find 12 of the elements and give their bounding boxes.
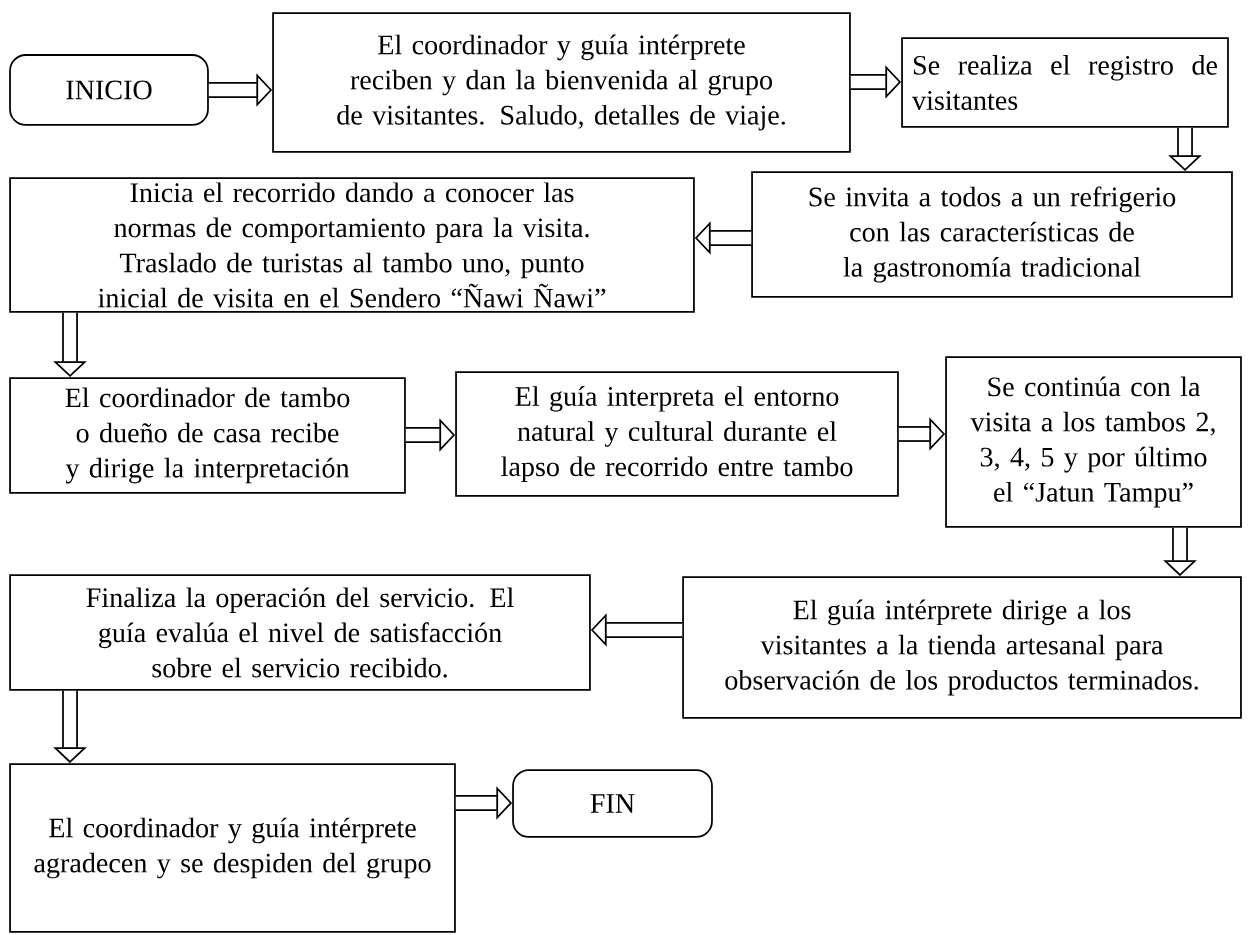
process-box: Se invita a todos a un refrigerio con las características de la gastronomía tradicional — [751, 171, 1233, 298]
terminal-box: FIN — [512, 769, 713, 838]
process-box: Se realiza el registro de visitantes — [901, 37, 1229, 128]
process-box: El coordinador de tambo o dueño de casa recibe y dirige la interpretación — [9, 377, 406, 494]
process-box: El guía intérprete dirige a los visitantes a la tienda artesanal para observación de los productos terminados. — [682, 576, 1242, 719]
process-box: El coordinador y guía intérprete agradecen y se despiden del grupo — [9, 763, 456, 933]
process-box: Se continúa con la visita a los tambos 2, 3, 4, 5 y por último el “Jatun Tampu” — [945, 356, 1242, 528]
process-box: El guía interpreta el entorno natural y cultural durante el lapso de recorrido entre tambo — [455, 371, 899, 497]
terminal-box: INICIO — [9, 54, 209, 126]
process-box: Finaliza la operación del servicio. El guía evalúa el nivel de satisfacción sobre el servicio recibido. — [9, 574, 591, 691]
process-box: El coordinador y guía intérprete reciben y dan la bienvenida al grupo de visitantes. Saludo, detalles de viaje. — [272, 12, 851, 153]
process-box: Inicia el recorrido dando a conocer las normas de comportamiento para la visita. Traslado de turistas al tambo uno, punto inicial de visita en el Sendero “Ñawi Ñawi” — [9, 177, 695, 313]
